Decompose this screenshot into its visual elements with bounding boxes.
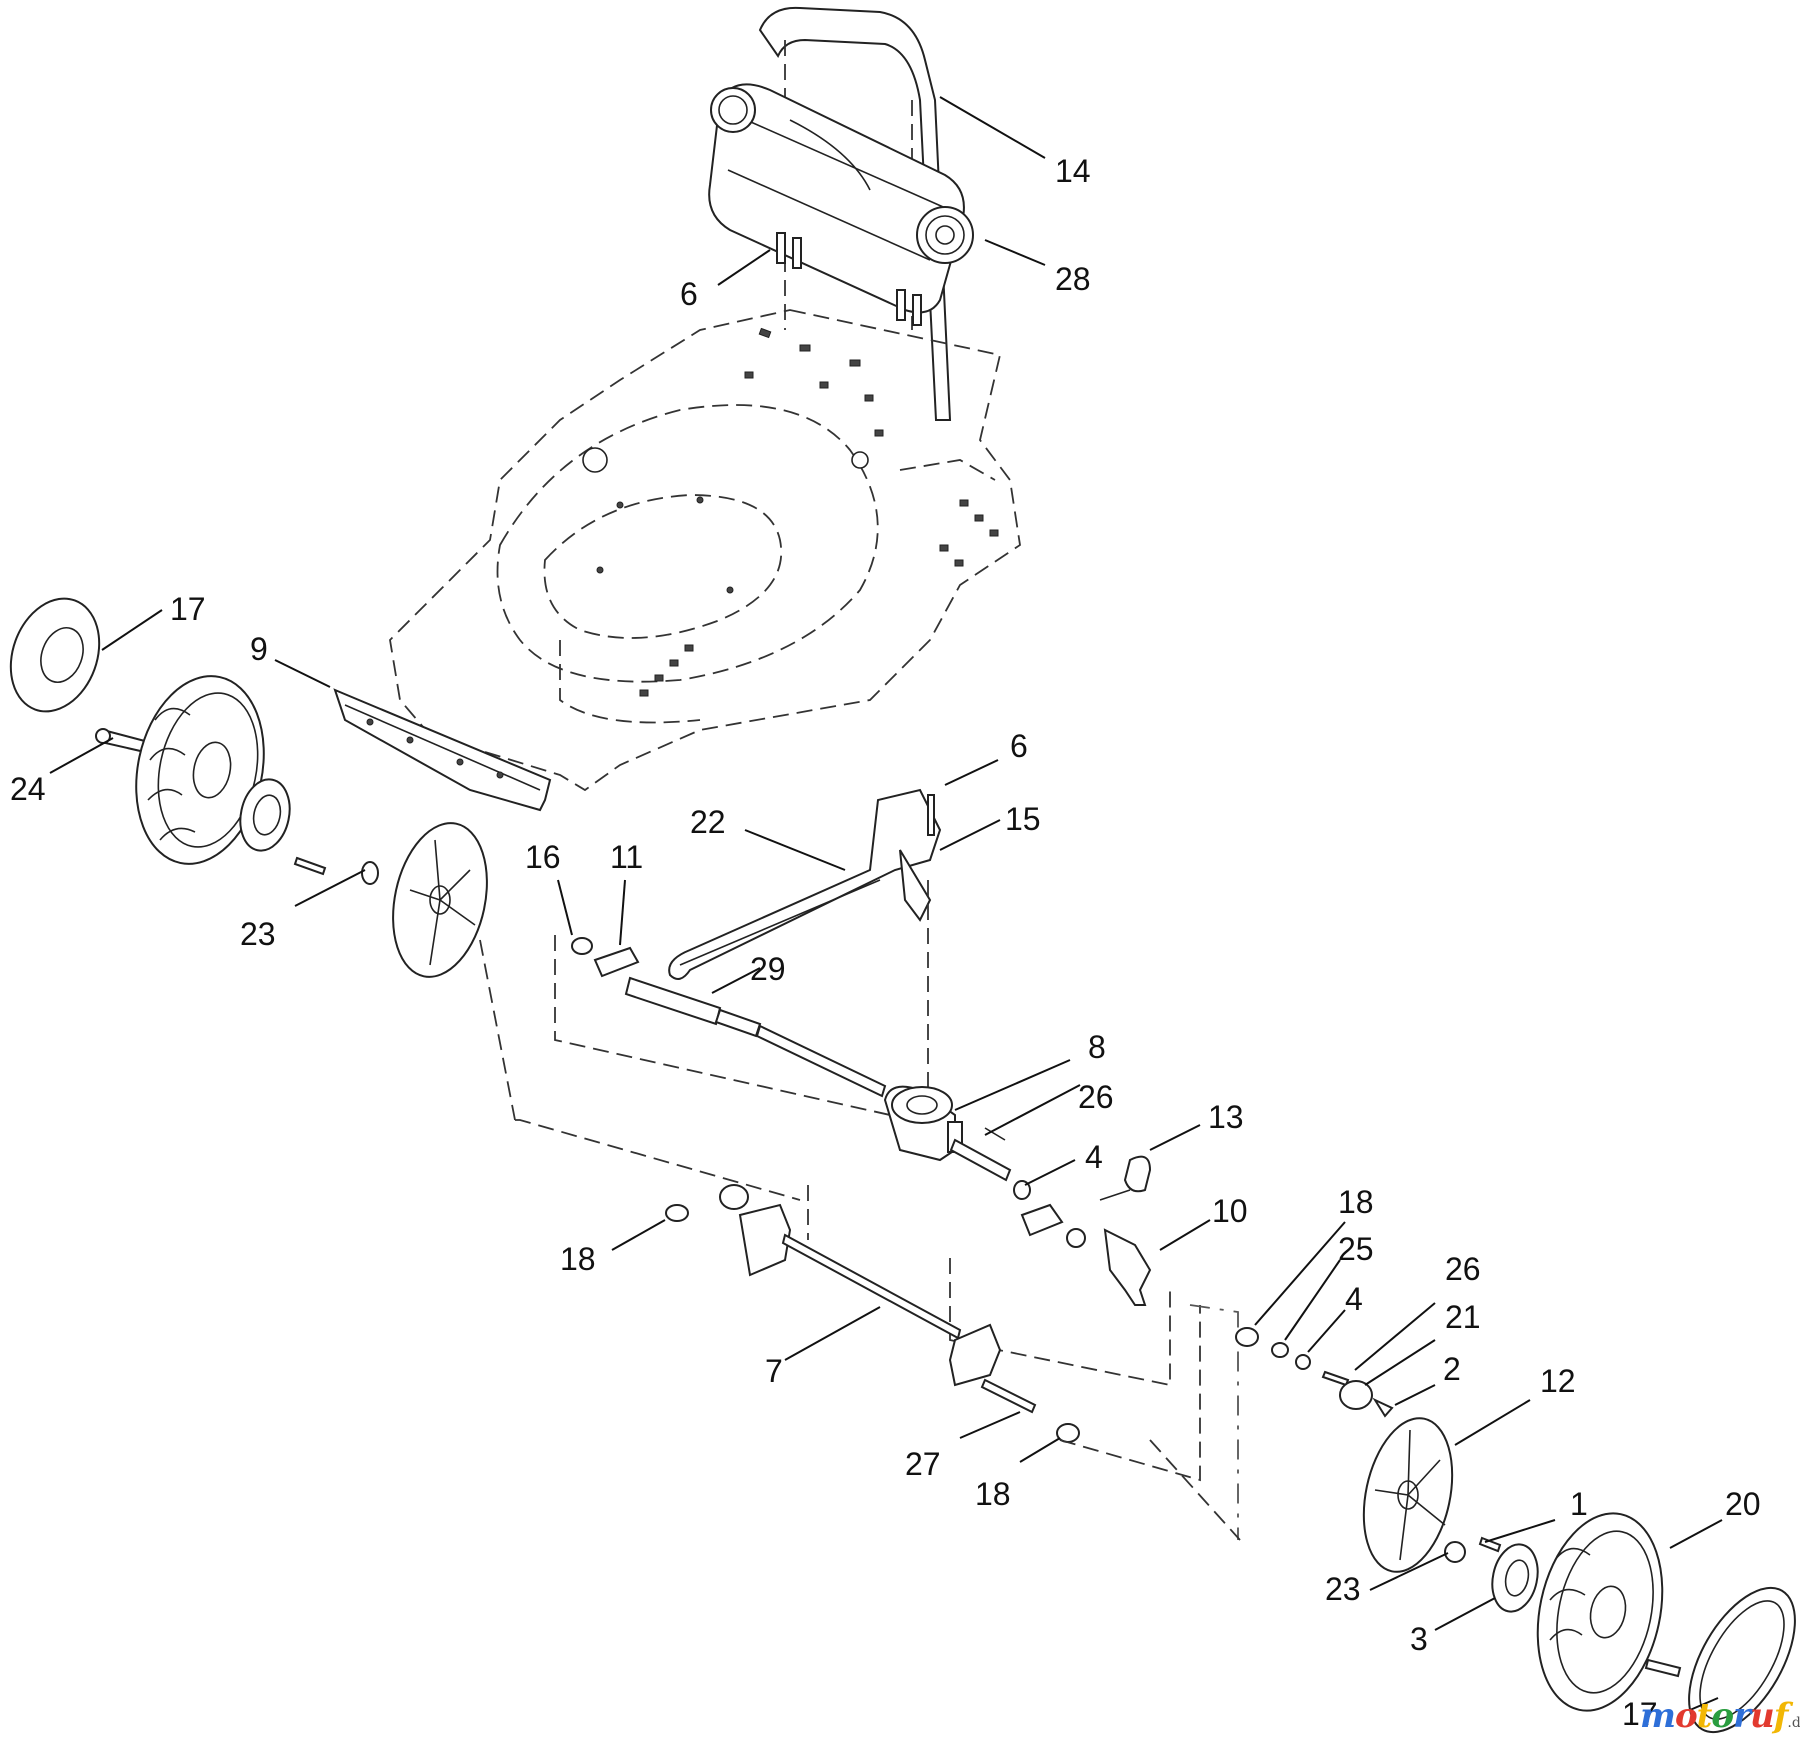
callout-4-mid: 4	[1085, 1139, 1103, 1175]
callout-2: 2	[1443, 1351, 1461, 1387]
right-wheel-icon	[1536, 1512, 1664, 1712]
callout-27: 27	[905, 1446, 941, 1482]
left-hubcap-icon	[9, 597, 101, 713]
callout-7: 7	[765, 1353, 783, 1389]
left-wheel-cover-icon	[392, 822, 488, 978]
callout-25: 25	[1338, 1231, 1374, 1267]
callout-18-left: 18	[560, 1241, 596, 1277]
callout-16: 16	[525, 839, 561, 875]
callout-18-bottom: 18	[975, 1476, 1011, 1512]
callout-20: 20	[1725, 1486, 1761, 1522]
lower-axle-assembly	[515, 1119, 1241, 1541]
drive-shaft	[624, 976, 887, 1098]
callout-17-right: 17	[1622, 1696, 1658, 1732]
right-washers	[1235, 1327, 1394, 1418]
callout-26-right: 26	[1445, 1251, 1481, 1287]
callout-18-right: 18	[1338, 1184, 1374, 1220]
callout-24: 24	[10, 771, 46, 807]
callout-labels: 14 28 6 17 9 24 6 22 15 16 11 23 29 8 26…	[10, 153, 1761, 1732]
motoruf-watermark-logo: motoruf.de	[1640, 1696, 1800, 1736]
callout-3: 3	[1410, 1621, 1428, 1657]
callout-22: 22	[690, 804, 726, 840]
gear-knob-right-icon	[916, 206, 974, 264]
callout-13: 13	[1208, 1099, 1244, 1135]
watermark-letter: o	[1711, 1696, 1734, 1736]
drive-clip-parts	[554, 935, 891, 1116]
callout-12: 12	[1540, 1363, 1576, 1399]
callout-11: 11	[610, 839, 643, 875]
callout-8: 8	[1088, 1029, 1106, 1065]
watermark-letter: r	[1733, 1696, 1751, 1736]
callout-17-left: 17	[170, 591, 206, 627]
watermark-tld: .de	[1787, 1715, 1800, 1731]
transmission	[883, 1085, 1012, 1182]
watermark-letter: m	[1640, 1696, 1676, 1736]
callout-6-mid: 6	[1010, 728, 1028, 764]
callout-9: 9	[250, 631, 268, 667]
left-wheel-group	[9, 597, 516, 1121]
callout-4-right: 4	[1345, 1281, 1363, 1317]
callout-23-right: 23	[1325, 1571, 1361, 1607]
callout-1: 1	[1570, 1486, 1588, 1522]
watermark-letter: f	[1773, 1696, 1789, 1736]
deck-holes	[582, 327, 999, 697]
right-gear-icon	[1491, 1543, 1539, 1613]
callout-26-mid: 26	[1078, 1079, 1114, 1115]
callout-21: 21	[1445, 1299, 1481, 1335]
leader-lines	[49, 96, 1723, 1711]
callout-15: 15	[1005, 801, 1041, 837]
front-baffle	[333, 688, 552, 812]
callout-14: 14	[1055, 153, 1091, 189]
right-wheel-group	[1362, 1417, 1796, 1734]
callout-10: 10	[1212, 1193, 1248, 1229]
watermark-letter: o	[1674, 1696, 1698, 1736]
left-gear-icon	[239, 778, 291, 852]
watermark-letter: u	[1750, 1696, 1775, 1736]
gear-knob-left-icon	[710, 87, 756, 133]
right-wheel-cover-icon	[1362, 1417, 1454, 1573]
callout-23-left: 23	[240, 916, 276, 952]
mower-deck	[389, 309, 1021, 792]
right-hubcap-icon	[1688, 1586, 1796, 1734]
callout-6-top: 6	[680, 276, 698, 312]
handle-assembly	[708, 6, 974, 421]
callout-29: 29	[750, 951, 786, 987]
control-linkage	[668, 788, 942, 1100]
watermark-letter: t	[1696, 1696, 1713, 1736]
callout-28: 28	[1055, 261, 1091, 297]
